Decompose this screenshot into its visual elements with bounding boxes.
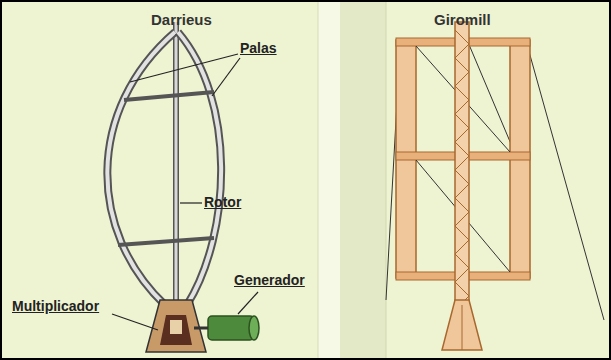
part-label: Generador [234,272,305,289]
part-label: Multiplicador [12,298,99,315]
giromill-turbine [386,22,604,350]
leader-line [112,54,258,330]
part-label: Rotor [204,194,241,211]
panel-title: Darrieus [151,11,212,29]
darrieus-turbine [107,22,221,352]
divider [318,2,340,358]
panel-title: Giromill [434,11,491,29]
part-label: Palas [240,40,277,57]
divider [340,2,386,358]
generator-symbol [194,316,259,340]
